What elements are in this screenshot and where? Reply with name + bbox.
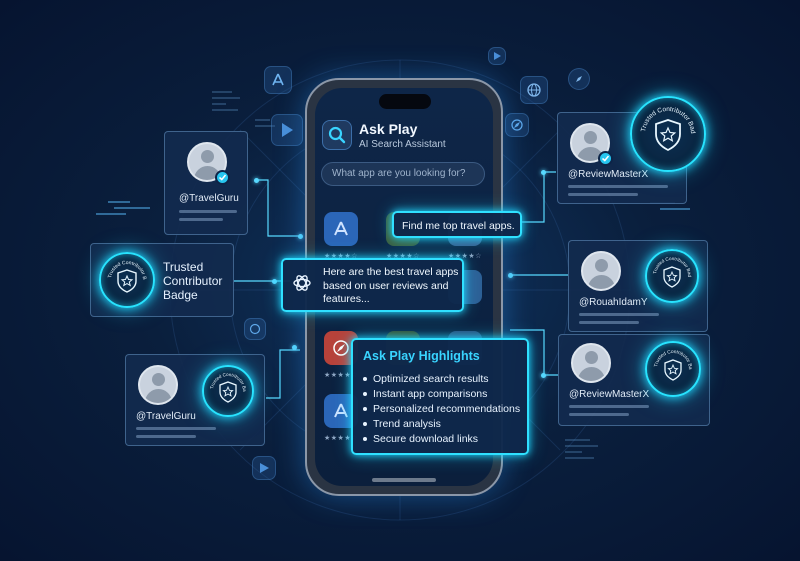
app-rating: ★★★★☆ xyxy=(386,253,420,260)
app-store-icon xyxy=(264,66,292,94)
connector-dot xyxy=(508,273,513,278)
user-message-text: Find me top travel apps. xyxy=(402,220,515,232)
svg-text:Trusted Contributor Badge: Trusted Contributor Badge xyxy=(647,251,692,278)
text-placeholder-line xyxy=(568,193,638,196)
app-rating: ★★★★☆ xyxy=(324,253,358,260)
assistant-message-bubble: Here are the best travel apps based on u… xyxy=(281,258,464,312)
profile-card[interactable]: @TravelGuru xyxy=(164,131,248,235)
avatar xyxy=(187,142,227,182)
list-item: Secure download links xyxy=(363,431,520,446)
connector-dot xyxy=(541,170,546,175)
user-message-bubble: Find me top travel apps. xyxy=(392,211,522,238)
profile-card[interactable]: @TravelGuru Trusted Contributor Badge xyxy=(125,354,265,446)
connector-dot xyxy=(254,178,259,183)
badge-card[interactable]: Trusted Contributor Badge Trusted Contri… xyxy=(90,243,234,317)
chatgpt-icon xyxy=(291,272,313,299)
text-placeholder-line xyxy=(136,435,196,438)
highlights-title: Ask Play Highlights xyxy=(363,349,480,363)
highlights-list: Optimized search results Instant app com… xyxy=(363,371,520,446)
play-store-icon xyxy=(488,47,506,65)
play-store-icon xyxy=(271,114,303,146)
text-placeholder-line xyxy=(179,210,237,213)
svg-text:Trusted Contributor Badge: Trusted Contributor Badge xyxy=(101,254,147,281)
list-item: Personalized recommendations xyxy=(363,401,520,416)
profile-card[interactable]: @ReviewMasterX Trusted Contributor Badge xyxy=(558,334,710,426)
text-placeholder-line xyxy=(579,321,639,324)
home-indicator xyxy=(372,478,436,482)
app-title: Ask Play xyxy=(359,121,418,137)
text-placeholder-line xyxy=(179,218,223,221)
phone-notch xyxy=(379,94,431,109)
avatar xyxy=(581,251,621,291)
globe-icon xyxy=(520,76,548,104)
trusted-contributor-badge: Trusted Contributor Badge xyxy=(645,249,699,303)
compass-icon xyxy=(244,318,266,340)
play-store-icon xyxy=(252,456,276,480)
app-subtitle: AI Search Assistant xyxy=(359,139,446,150)
badge-label: Trusted Contributor Badge xyxy=(163,260,223,302)
connector-dot xyxy=(272,279,277,284)
connector-dot xyxy=(541,373,546,378)
profile-card[interactable]: @RouahIdamY Trusted Contributor Badge xyxy=(568,240,708,332)
highlights-panel: Ask Play Highlights Optimized search res… xyxy=(351,338,529,455)
profile-handle: @ReviewMasterX xyxy=(568,169,649,180)
app-store-icon[interactable] xyxy=(324,212,358,246)
trusted-contributor-badge: Trusted Contributor Badge xyxy=(202,365,254,417)
compass-icon xyxy=(568,68,590,90)
trusted-contributor-badge: Trusted Contributor Badge xyxy=(630,96,706,172)
app-rating: ★★★★☆ xyxy=(324,435,358,442)
svg-text:Trusted Contributor Badge: Trusted Contributor Badge xyxy=(647,343,693,370)
connector-dot xyxy=(292,345,297,350)
text-placeholder-line xyxy=(569,405,649,408)
app-rating: ★★★★☆ xyxy=(448,253,482,260)
search-input[interactable]: What app are you looking for? xyxy=(321,162,485,186)
trusted-contributor-badge: Trusted Contributor Badge xyxy=(99,252,155,308)
list-item: Optimized search results xyxy=(363,371,520,386)
profile-handle: @ReviewMasterX xyxy=(569,389,650,400)
assistant-message-text: Here are the best travel apps based on u… xyxy=(323,266,459,305)
search-icon xyxy=(322,120,352,150)
text-placeholder-line xyxy=(579,313,659,316)
list-item: Instant app comparisons xyxy=(363,386,520,401)
avatar xyxy=(571,343,611,383)
compass-icon xyxy=(505,113,529,137)
text-placeholder-line xyxy=(569,413,629,416)
svg-text:Trusted Contributor Badge: Trusted Contributor Badge xyxy=(204,367,247,392)
svg-text:Trusted Contributor Badge: Trusted Contributor Badge xyxy=(632,98,696,134)
text-placeholder-line xyxy=(568,185,668,188)
profile-handle: @TravelGuru xyxy=(136,411,196,422)
verified-check-icon xyxy=(598,151,613,166)
list-item: Trend analysis xyxy=(363,416,520,431)
connector-dot xyxy=(298,234,303,239)
trusted-contributor-badge: Trusted Contributor Badge xyxy=(645,341,701,397)
profile-handle: @TravelGuru xyxy=(179,193,239,204)
verified-check-icon xyxy=(215,170,230,185)
app-rating: ★★★★☆ xyxy=(324,372,358,379)
profile-handle: @RouahIdamY xyxy=(579,297,648,308)
text-placeholder-line xyxy=(136,427,216,430)
avatar xyxy=(138,365,178,405)
